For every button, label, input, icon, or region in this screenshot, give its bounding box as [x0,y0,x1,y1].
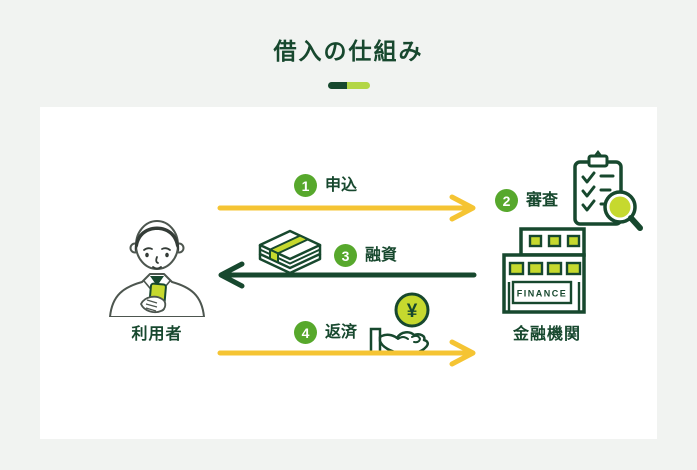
repayment-arrow-right-icon [216,339,478,367]
diagram-card: 利用者 FINANCE [40,107,657,439]
title-underline [328,82,370,89]
step-1-label: 申込 [325,177,358,194]
hand-coin-icon: ¥ [368,291,436,361]
banknotes-icon [250,223,326,275]
person-with-phone-icon [104,205,210,317]
step-2-number: 2 [502,192,511,209]
step-1-number: 1 [301,177,310,194]
step-4-badge: 4 [294,321,317,344]
yen-symbol: ¥ [407,301,418,322]
step-1-badge: 1 [294,174,317,197]
loan-arrow-left-icon [216,261,478,289]
step-2-label: 審査 [526,192,559,209]
apply-arrow-right-icon [216,194,478,222]
underline-light-segment [347,82,370,89]
step-3-label: 融資 [365,247,398,264]
step-4-label: 返済 [325,324,358,341]
step-3-number: 3 [341,247,350,264]
step-4-number: 4 [301,324,310,341]
step-3-badge: 3 [334,244,357,267]
finance-sign-text: FINANCE [517,289,568,299]
underline-dark-segment [328,82,347,89]
institution-label: 金融機関 [512,326,581,343]
step-2-badge: 2 [495,189,518,212]
clipboard-magnifier-icon [563,150,643,234]
user-label: 利用者 [131,326,183,343]
page-title: 借入の仕組み [273,38,424,64]
bank-building-icon: FINANCE [498,226,590,316]
